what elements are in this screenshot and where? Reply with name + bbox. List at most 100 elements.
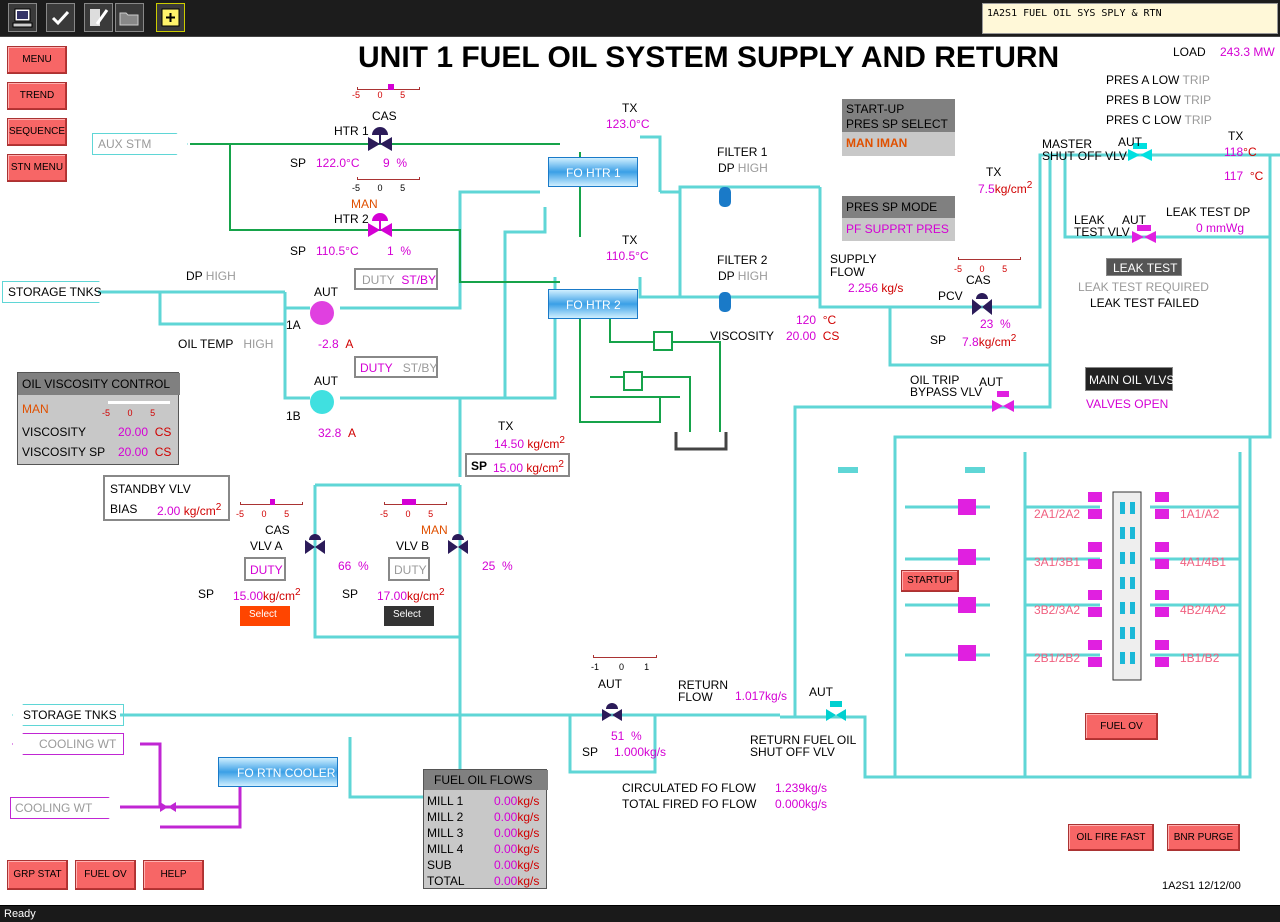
fuel-oil-flows-header: FUEL OIL FLOWS — [424, 770, 548, 790]
fo-htr1-label: FO HTR 1 — [566, 166, 621, 180]
master-sov-label-2: SHUT OFF VLV — [1042, 149, 1127, 163]
vlv-a-name: VLV A — [250, 539, 283, 553]
sequence-button[interactable]: SEQUENCE — [7, 118, 67, 146]
supply-flow-label-1: SUPPLY — [830, 252, 877, 266]
vlv-a-mode: CAS — [265, 523, 290, 537]
mill-2-value: 0.00kg/s — [494, 810, 540, 824]
startup-pres-value-box: MAN IMAN — [842, 132, 955, 156]
htr2-tx-label: TX — [622, 233, 638, 247]
vlv-b-select-button[interactable]: Select — [384, 606, 434, 626]
main-oil-vlvs-title: MAIN OIL VLVS — [1089, 373, 1175, 387]
menu-button[interactable]: MENU — [7, 46, 67, 74]
burner-block — [1112, 491, 1142, 681]
htr1-mode: CAS — [372, 109, 397, 123]
leak-test-vlv-label-1: LEAK — [1074, 213, 1105, 227]
grp-stat-button[interactable]: GRP STAT — [7, 860, 68, 890]
burner-group-4a1: 4A1/4B1 — [1180, 555, 1227, 569]
vlv-a-select-button[interactable]: Select — [240, 606, 290, 626]
supply-visc: 20.00 CS — [786, 329, 840, 343]
vlv-b-symbol — [448, 534, 468, 554]
pres-c-low: PRES C LOW TRIP — [1106, 113, 1212, 127]
add-window-icon[interactable] — [156, 3, 185, 32]
trap-1 — [623, 371, 643, 391]
vlv-b-duty-box[interactable]: DUTY — [388, 557, 430, 581]
fuel-ov-nav-button[interactable]: FUEL OV — [75, 860, 136, 890]
htr1-sp: 122.0°C — [316, 156, 360, 170]
pump-1a-duty-box[interactable]: DUTY ST/BY — [354, 268, 438, 290]
fuel-oil-pipes — [98, 135, 1280, 799]
htr1-sp-label: SP — [290, 156, 307, 170]
page-title: UNIT 1 FUEL OIL SYSTEM SUPPLY AND RETURN — [358, 41, 1060, 74]
supply-flow-label-2: FLOW — [830, 265, 865, 279]
standby-vlv-box[interactable]: STANDBY VLV BIAS 2.00 kg/cm2 — [103, 475, 230, 521]
pcv-sp-label: SP — [930, 333, 947, 347]
aux-stm-label: AUX STM — [98, 137, 152, 151]
master-sov-tx: TX — [1228, 129, 1244, 143]
vlv-b-out: 25 % — [482, 559, 513, 573]
pres-b-low: PRES B LOW TRIP — [1106, 93, 1212, 107]
stn-menu-button[interactable]: STN MENU — [7, 154, 67, 182]
return-valve-symbol — [602, 703, 622, 721]
return-valve-mode: AUT — [598, 677, 622, 691]
return-sp-label: SP — [582, 745, 599, 759]
folder-open-icon[interactable] — [115, 3, 144, 32]
pcv-out: 23 % — [980, 317, 1011, 331]
startup-pres-panel[interactable]: START-UP PRES SP SELECT MAN IMAN — [842, 99, 955, 156]
vlv-b-sp: 17.00kg/cm2 — [377, 587, 445, 603]
viscosity-label: VISCOSITY — [22, 425, 87, 439]
mill-2-label: MILL 2 — [427, 810, 464, 824]
fuel-ov-button[interactable]: FUEL OV — [1085, 713, 1158, 740]
vlv-b-bias-marker — [402, 499, 416, 505]
oil-viscosity-panel[interactable]: OIL VISCOSITY CONTROL MAN -5 0 5 VISCOSI… — [17, 372, 180, 465]
trend-button[interactable]: TREND — [7, 82, 67, 110]
burner-group-2a1: 2A1/2A2 — [1034, 507, 1081, 521]
pump-1a-mode: AUT — [314, 285, 338, 299]
pres-sp-mode-panel[interactable]: PRES SP MODE PF SUPPRT PRES — [842, 196, 955, 241]
monitor-icon[interactable] — [8, 3, 37, 32]
master-sov-symbol — [1128, 143, 1152, 161]
drain-stub-1 — [838, 467, 858, 473]
leak-test-valve-symbol — [1132, 225, 1156, 243]
bnr-purge-button[interactable]: BNR PURGE — [1167, 824, 1240, 851]
pump-1b-body — [310, 390, 334, 414]
vlv-b-select-label: Select — [393, 609, 421, 620]
vlv-b-mode: MAN — [421, 523, 448, 537]
vlv-a-duty-box[interactable]: DUTY — [244, 557, 286, 581]
return-sov-mode: AUT — [809, 685, 833, 699]
burner-group-1a1: 1A1/A2 — [1180, 507, 1220, 521]
standby-vlv-bias-label: BIAS — [110, 502, 138, 516]
htr2-bias-bar — [357, 177, 420, 180]
fo-htr2[interactable]: FO HTR 2 — [548, 289, 638, 319]
notes-icon[interactable] — [84, 3, 113, 32]
htr1-name: HTR 1 — [334, 124, 369, 138]
mimic-area: FO HTR 1 FO HTR 2 FO RTN COOLER MENU TRE… — [0, 37, 1280, 905]
fo-htr1[interactable]: FO HTR 1 — [548, 157, 638, 187]
vlv-a-scale: -5 0 5 — [236, 509, 290, 519]
startup-button[interactable]: STARTUP — [901, 570, 959, 592]
vlv-b-name: VLV B — [396, 539, 430, 553]
main-oil-vlvs-box[interactable]: MAIN OIL VLVS — [1085, 367, 1175, 391]
cooling-wt-in-label: COOLING WT — [15, 801, 93, 815]
vlv-b-sp-label: SP — [342, 587, 359, 601]
leak-test-button[interactable]: LEAK TEST — [1106, 258, 1182, 276]
header-pres-sp-box[interactable]: SP 15.00 kg/cm2 — [465, 453, 570, 477]
startup-pres-title-1: START-UP — [846, 102, 905, 116]
drain-stub-2 — [965, 467, 985, 473]
checkmark-icon[interactable] — [46, 3, 75, 32]
help-button[interactable]: HELP — [143, 860, 204, 890]
filter2-name: FILTER 2 — [717, 253, 768, 267]
startup-pres-value: MAN IMAN — [846, 136, 908, 150]
pres-sp-mode-value-box: PF SUPPRT PRES — [842, 218, 955, 241]
mill-3-label: MILL 3 — [427, 826, 464, 840]
return-flow-label-1: RETURN — [678, 678, 728, 692]
vlv-a-sp-label: SP — [198, 587, 215, 601]
fo-rtn-cooler[interactable]: FO RTN COOLER — [218, 757, 338, 787]
pump-1b-duty-box[interactable]: DUTY ST/BY — [354, 356, 438, 378]
pcv-symbol — [972, 293, 992, 315]
return-sov-symbol — [826, 701, 846, 721]
header-pres-value: 14.50 kg/cm2 — [494, 435, 565, 451]
aux-stm-tag: AUX STM — [92, 133, 188, 155]
footer-id: 1A2S1 12/12/00 — [1162, 880, 1241, 892]
htr1-scale: -5 0 5 — [352, 90, 406, 100]
oil-fire-fast-button[interactable]: OIL FIRE FAST — [1068, 824, 1154, 851]
